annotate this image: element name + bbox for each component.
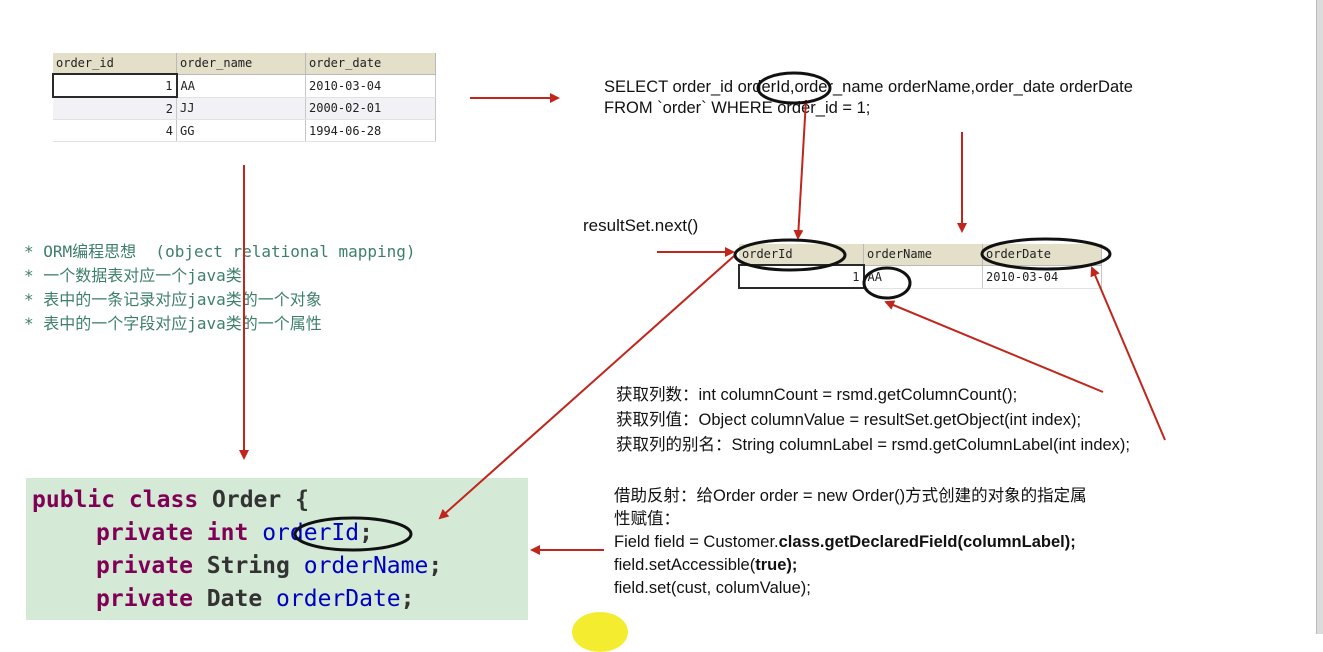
column-header: orderName — [863, 244, 983, 266]
code-keyword: public class — [32, 487, 199, 513]
arrow-getlabel-to-header — [1090, 266, 1166, 441]
annotation-overlay — [239, 71, 1166, 555]
table-cell: JJ — [176, 97, 306, 120]
table-header-row: orderId orderName orderDate — [739, 244, 1102, 266]
note-line: * 表中的一个字段对应java类的一个属性 — [24, 314, 322, 333]
reflection-line: 性赋值： — [614, 510, 680, 528]
highlight-orderdate-header — [980, 237, 1112, 271]
table-row: 1 AA 2010-03-04 — [738, 264, 1102, 289]
note-line: * 表中的一条记录对应java类的一个对象 — [24, 290, 322, 309]
code-text: ; — [428, 553, 443, 579]
reflection-text: Field field = Customer. — [614, 533, 779, 551]
code-text: String — [192, 553, 304, 579]
code-line: private int orderId; — [96, 517, 373, 550]
description-line: 获取列的别名：String columnLabel = rsmd.getColu… — [616, 436, 1130, 454]
slide: order_id order_name order_date 1 AA 2010… — [24, 53, 1166, 652]
table-cell: 1994-06-28 — [305, 119, 436, 142]
arrow-column-to-field — [438, 255, 735, 520]
code-text: ; — [359, 520, 373, 546]
right-scrollbar — [1316, 0, 1323, 634]
column-header: orderDate — [982, 244, 1102, 266]
table-header-row: order_id order_name order_date — [53, 53, 436, 75]
table-cell: GG — [176, 119, 306, 142]
code-line: private Date orderDate; — [96, 583, 415, 616]
note-line: * ORM编程思想 (object relational mapping) — [24, 242, 416, 261]
table-cell: 2010-03-04 — [982, 265, 1102, 289]
code-keyword: private int — [96, 520, 249, 546]
reflection-line: field.set(cust, columValue); — [614, 579, 811, 597]
code-text: Order { — [198, 487, 309, 513]
arrow-alias-to-column — [793, 99, 807, 240]
code-field: orderName — [303, 553, 429, 579]
highlight-orderid-header — [733, 238, 847, 272]
reflection-bold-text: class.getDeclaredField(columnLabel); — [778, 533, 1076, 551]
reflection-text: field.setAccessible( — [614, 556, 756, 574]
cursor-highlight — [572, 612, 628, 652]
code-line: private String orderName; — [96, 550, 442, 583]
column-header: order_id — [53, 53, 177, 75]
note-line: * 一个数据表对应一个java类 — [24, 266, 242, 285]
highlight-aa-value — [862, 266, 912, 300]
table-row: 4 GG 1994-06-28 — [53, 119, 436, 142]
table-row: 1 AA 2010-03-04 — [52, 73, 436, 98]
description-line: 获取列数：int columnCount = rsmd.getColumnCou… — [616, 386, 1018, 404]
code-keyword: private — [96, 586, 193, 612]
reflection-notes: 借助反射：给Order order = new Order()方式创建的对象的指… — [614, 485, 1087, 600]
code-text: ; — [400, 586, 415, 612]
arrow-getobject-to-value — [884, 300, 1104, 393]
description-line: 获取列值：Object columnValue = resultSet.getO… — [616, 411, 1082, 429]
order-class-code: public class Order { private int orderId… — [26, 478, 528, 620]
order-table: order_id order_name order_date 1 AA 2010… — [52, 53, 436, 142]
sql-line: SELECT order_id orderId,order_name order… — [604, 78, 1133, 96]
alias-result-table: orderId orderName orderDate 1 AA 2010-03… — [738, 244, 1102, 289]
column-header: order_date — [305, 53, 436, 75]
code-field: orderDate — [276, 586, 401, 612]
highlight-sql-alias — [756, 71, 832, 105]
table-row: 2 JJ 2000-02-01 — [53, 97, 436, 120]
reflection-line: field.setAccessible(true); — [614, 554, 1087, 577]
table-cell: 2010-03-04 — [305, 74, 436, 98]
table-cell: 1 — [52, 73, 178, 98]
table-cell: 2000-02-01 — [305, 97, 436, 120]
reflection-line: Field field = Customer.class.getDeclared… — [614, 531, 1087, 554]
resultset-next-label: resultSet.next() — [583, 216, 699, 235]
table-cell: 2 — [53, 97, 177, 120]
column-header: order_name — [176, 53, 306, 75]
code-text: Date — [192, 586, 277, 612]
table-cell: AA — [176, 74, 306, 98]
table-cell: 4 — [53, 119, 177, 142]
highlight-orderid-field — [293, 516, 413, 552]
reflection-line: 借助反射：给Order order = new Order()方式创建的对象的指… — [614, 487, 1087, 505]
reflection-bold-text: true); — [755, 556, 798, 574]
table-cell: AA — [863, 265, 983, 289]
code-keyword: private — [96, 553, 193, 579]
metadata-descriptions: 获取列数：int columnCount = rsmd.getColumnCou… — [616, 383, 1130, 458]
code-line: public class Order { — [32, 484, 309, 517]
orm-notes: * ORM编程思想 (object relational mapping) * … — [24, 240, 416, 336]
